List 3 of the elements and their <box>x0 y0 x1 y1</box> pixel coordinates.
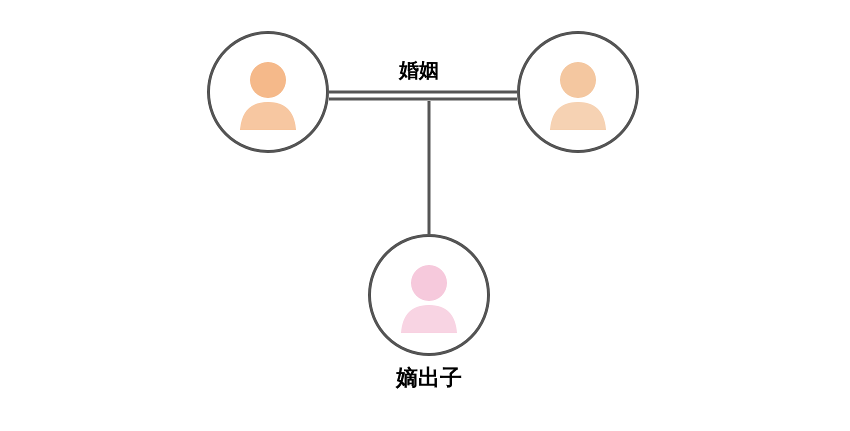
marriage-double-line <box>329 90 517 100</box>
node-caption: 嫡出子 <box>396 368 462 390</box>
connector-line <box>428 101 430 234</box>
